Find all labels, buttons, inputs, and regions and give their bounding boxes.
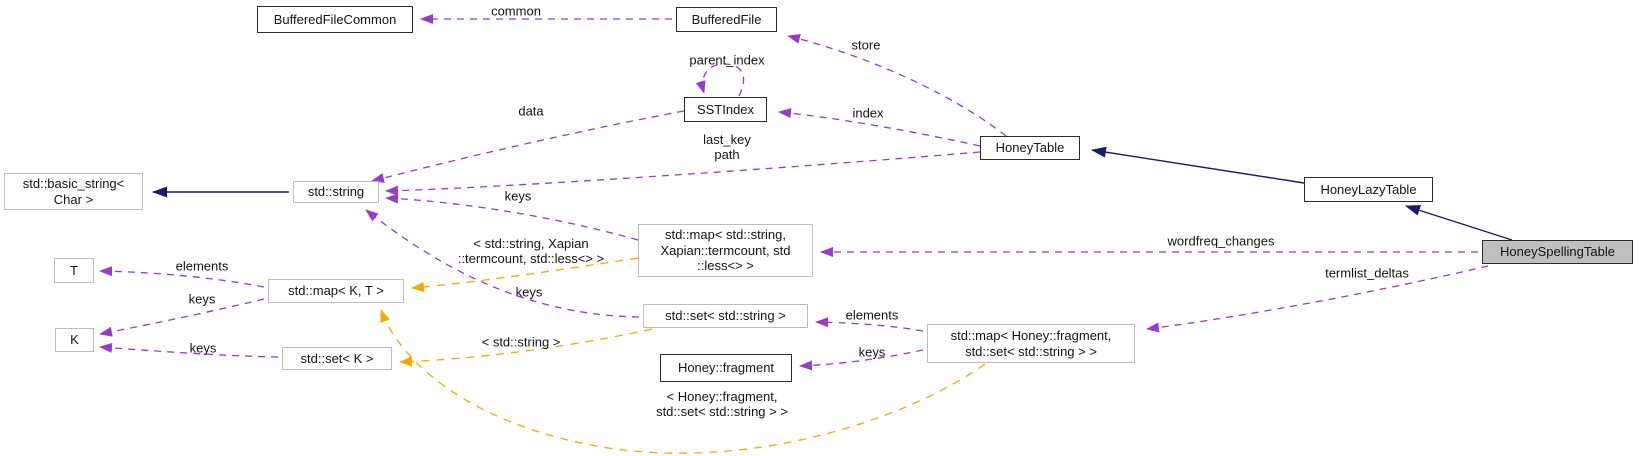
edge-elements-map-kt bbox=[99, 266, 265, 288]
edge-data bbox=[371, 110, 685, 183]
edge-tmpl-map-termcount bbox=[411, 257, 639, 292]
edge-last-key-path bbox=[385, 151, 981, 196]
class-node-template-k[interactable]: K bbox=[55, 328, 94, 352]
class-node-sstindex[interactable]: SSTIndex bbox=[684, 97, 767, 122]
class-node-bufferedfilecommon[interactable]: BufferedFileCommon bbox=[257, 6, 413, 33]
edge-keys-set-k bbox=[99, 342, 279, 358]
class-node-std-set-k[interactable]: std::set< K > bbox=[282, 347, 392, 370]
edge-keys-map-kt bbox=[99, 298, 265, 337]
edge-parent-index-loop bbox=[695, 63, 745, 97]
class-node-std-string[interactable]: std::string bbox=[293, 181, 379, 203]
class-node-std-map-termcount[interactable]: std::map< std::string, Xapian::termcount… bbox=[638, 224, 813, 277]
class-node-template-t[interactable]: T bbox=[54, 258, 94, 283]
edge-elements-map-frag bbox=[815, 317, 924, 332]
edge-index bbox=[778, 108, 981, 147]
edge-tmpl-set-string bbox=[399, 328, 653, 367]
class-node-bufferedfile[interactable]: BufferedFile bbox=[676, 7, 777, 32]
class-node-std-basic-string[interactable]: std::basic_string< Char > bbox=[4, 173, 143, 210]
edge-store bbox=[787, 33, 1007, 137]
class-node-honeytable[interactable]: HoneyTable bbox=[980, 136, 1080, 160]
class-node-std-map-k-t[interactable]: std::map< K, T > bbox=[268, 279, 404, 303]
edge-inherit-spelling bbox=[1405, 205, 1513, 241]
edge-keys-map-termcount bbox=[385, 193, 639, 241]
class-node-std-map-fragment[interactable]: std::map< Honey::fragment, std::set< std… bbox=[927, 324, 1135, 363]
edge-keys-set-string bbox=[365, 209, 640, 318]
class-node-honeylazytable[interactable]: HoneyLazyTable bbox=[1304, 177, 1433, 202]
edge-keys-map-frag bbox=[799, 349, 924, 371]
class-node-honeyspellingtable: HoneySpellingTable bbox=[1482, 240, 1633, 264]
edge-tmpl-map-fragment bbox=[380, 309, 986, 454]
class-node-honey-fragment[interactable]: Honey::fragment bbox=[660, 354, 792, 382]
class-node-std-set-string[interactable]: std::set< std::string > bbox=[643, 304, 808, 328]
edge-inherit-lazy bbox=[1091, 146, 1305, 184]
edge-termlist-deltas bbox=[1146, 265, 1489, 333]
